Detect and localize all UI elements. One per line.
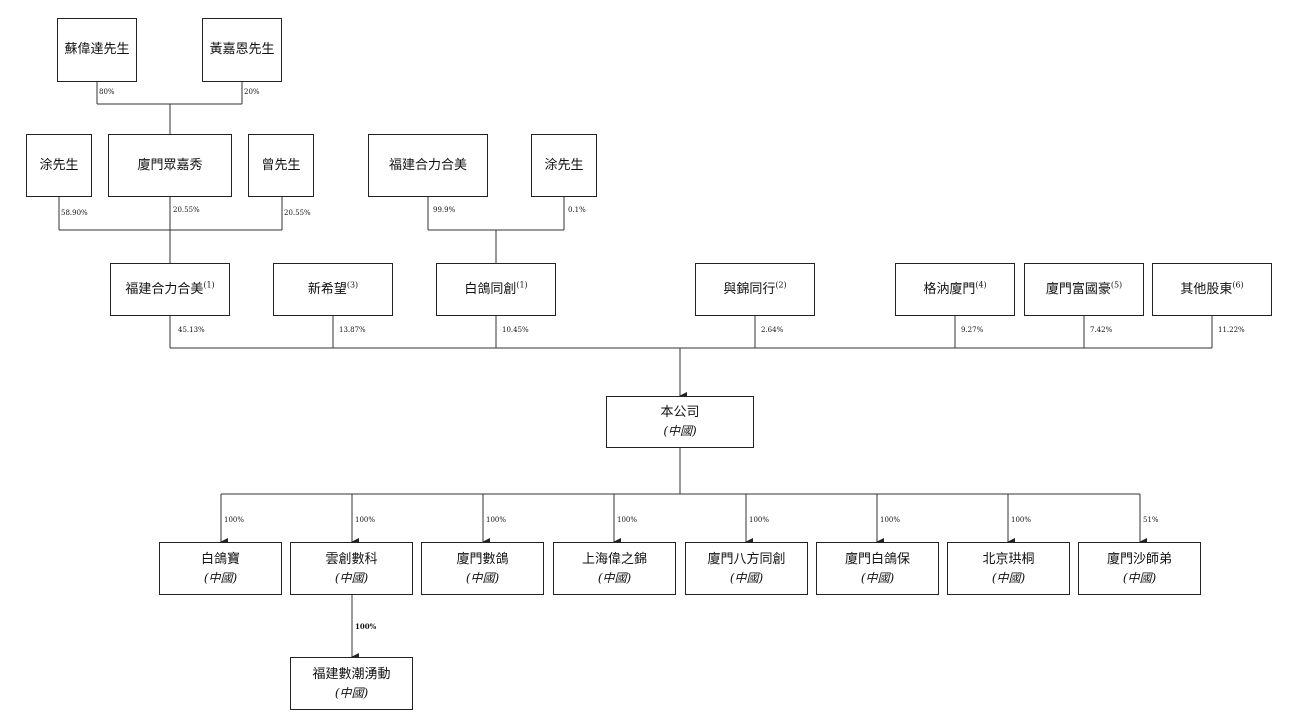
owner-wong-box: 黃嘉恩先生 xyxy=(202,18,282,82)
grandchild-box: 福建數潮湧動 (中國) xyxy=(290,657,413,710)
shareholder-baige-tongchuang-label: 白鴿同創(1) xyxy=(464,280,528,297)
owner-so-name: 蘇偉達先生 xyxy=(64,42,130,57)
subsidiary-xiamen-shashidi-box: 廈門沙師弟 (中國) xyxy=(1078,542,1201,595)
subsidiary-baigebao-box: 白鴿寶 (中國) xyxy=(159,542,282,595)
shareholder-geri-xiamen-label: 格汭廈門(4) xyxy=(923,280,987,297)
fujian-hehemei-a-box: 福建合力合美 xyxy=(368,134,488,197)
grandchild-jurisdiction: (中國) xyxy=(334,685,369,700)
subsidiary-xiamen-bafang-name: 廈門八方同創 xyxy=(707,551,786,567)
zeng-box: 曾先生 xyxy=(248,134,314,197)
tu-a-pct: 58.90% xyxy=(61,209,88,217)
subsidiary-baigebao-pct: 100% xyxy=(224,516,245,524)
tu-b-name: 涂先生 xyxy=(544,157,584,173)
fujian-hehemei-a-name: 福建合力合美 xyxy=(388,157,467,173)
subsidiary-xiamen-baigebao-name: 廈門白鴿保 xyxy=(844,551,910,567)
subsidiary-baigebao-jurisdiction: (中國) xyxy=(203,570,238,585)
shareholder-xinxiwang-label: 新希望(3) xyxy=(307,280,359,297)
subsidiary-xiamen-shuge-jurisdiction: (中國) xyxy=(465,570,500,585)
subsidiary-xiamen-bafang-pct: 100% xyxy=(749,516,770,524)
xiamen-zhongjiaxiu-name: 廈門眾嘉秀 xyxy=(137,157,203,173)
zeng-name: 曾先生 xyxy=(261,157,301,173)
tu-b-box: 涂先生 xyxy=(531,134,597,197)
subsidiary-xiamen-baigebao-box: 廈門白鴿保 (中國) xyxy=(816,542,939,595)
xiamen-zhongjiaxiu-box: 廈門眾嘉秀 xyxy=(108,134,232,197)
tu-b-pct: 0.1% xyxy=(568,206,586,214)
company-name: 本公司 xyxy=(660,405,700,420)
subsidiary-yunchuang-pct: 100% xyxy=(355,516,376,524)
shareholder-xiamen-fuguohao-label: 廈門富國豪(5) xyxy=(1045,280,1123,297)
shareholder-fujian-hehemei-pct: 45.13% xyxy=(178,326,205,334)
subsidiary-xiamen-shuge-box: 廈門數鴿 (中國) xyxy=(421,542,544,595)
subsidiary-xiamen-shuge-pct: 100% xyxy=(486,516,507,524)
company-jurisdiction: (中國) xyxy=(663,424,697,438)
tu-a-name: 涂先生 xyxy=(39,157,79,173)
subsidiary-beijing-gongtong-pct: 100% xyxy=(1011,516,1032,524)
subsidiary-beijing-gongtong-box: 北京珙桐 (中國) xyxy=(947,542,1070,595)
tu-a-box: 涂先生 xyxy=(26,134,92,197)
fujian-hehemei-a-pct: 99.9% xyxy=(433,206,456,214)
subsidiary-xiamen-shashidi-name: 廈門沙師弟 xyxy=(1106,551,1172,567)
subsidiary-xiamen-shashidi-pct: 51% xyxy=(1143,516,1159,524)
owner-so-box: 蘇偉達先生 xyxy=(57,18,137,82)
shareholder-baige-tongchuang-pct: 10.45% xyxy=(502,326,529,334)
subsidiary-xiamen-baigebao-jurisdiction: (中國) xyxy=(860,570,895,585)
shareholder-xinxiwang-box: 新希望(3) xyxy=(273,263,393,316)
subsidiary-yunchuang-jurisdiction: (中國) xyxy=(334,570,369,585)
shareholder-geri-xiamen-box: 格汭廈門(4) xyxy=(895,263,1015,316)
shareholder-yujin-tongxing-pct: 2.64% xyxy=(761,326,784,334)
owner-wong-name: 黃嘉恩先生 xyxy=(209,42,275,57)
subsidiary-xiamen-baigebao-pct: 100% xyxy=(880,516,901,524)
shareholder-fujian-hehemei-box: 福建合力合美(1) xyxy=(110,263,230,316)
company-box: 本公司 (中國) xyxy=(606,396,754,448)
shareholder-xiamen-fuguohao-pct: 7.42% xyxy=(1090,326,1113,334)
shareholder-fujian-hehemei-label: 福建合力合美(1) xyxy=(125,280,215,297)
owner-wong-pct: 20% xyxy=(244,88,260,96)
subsidiary-shanghai-weizhijin-name: 上海偉之錦 xyxy=(581,551,647,567)
grandchild-pct: 100% xyxy=(355,622,377,631)
shareholder-baige-tongchuang-box: 白鴿同創(1) xyxy=(436,263,556,316)
subsidiary-xiamen-bafang-jurisdiction: (中國) xyxy=(729,570,764,585)
subsidiary-yunchuang-box: 雲創數科 (中國) xyxy=(290,542,413,595)
shareholder-yujin-tongxing-box: 與錦同行(2) xyxy=(695,263,815,316)
subsidiary-xiamen-bafang-box: 廈門八方同創 (中國) xyxy=(685,542,808,595)
xiamen-zhongjiaxiu-pct: 20.55% xyxy=(173,206,200,214)
grandchild-name: 福建數潮湧動 xyxy=(312,666,391,682)
subsidiary-shanghai-weizhijin-box: 上海偉之錦 (中國) xyxy=(553,542,676,595)
owner-so-pct: 80% xyxy=(99,88,115,96)
subsidiary-beijing-gongtong-name: 北京珙桐 xyxy=(982,551,1035,567)
subsidiary-shanghai-weizhijin-jurisdiction: (中國) xyxy=(597,570,632,585)
subsidiary-beijing-gongtong-jurisdiction: (中國) xyxy=(991,570,1026,585)
subsidiary-xiamen-shuge-name: 廈門數鴿 xyxy=(456,551,509,567)
subsidiary-yunchuang-name: 雲創數科 xyxy=(325,551,378,567)
shareholder-other-pct: 11.22% xyxy=(1218,326,1245,334)
shareholder-other-box: 其他股東(6) xyxy=(1152,263,1272,316)
shareholder-xinxiwang-pct: 13.87% xyxy=(339,326,366,334)
shareholder-geri-xiamen-pct: 9.27% xyxy=(961,326,984,334)
shareholder-xiamen-fuguohao-box: 廈門富國豪(5) xyxy=(1024,263,1144,316)
subsidiary-baigebao-name: 白鴿寶 xyxy=(200,551,240,567)
shareholder-yujin-tongxing-label: 與錦同行(2) xyxy=(723,280,787,297)
subsidiary-shanghai-weizhijin-pct: 100% xyxy=(617,516,638,524)
zeng-pct: 20.55% xyxy=(284,209,311,217)
subsidiary-xiamen-shashidi-jurisdiction: (中國) xyxy=(1122,570,1157,585)
shareholder-other-label: 其他股東(6) xyxy=(1180,280,1244,297)
